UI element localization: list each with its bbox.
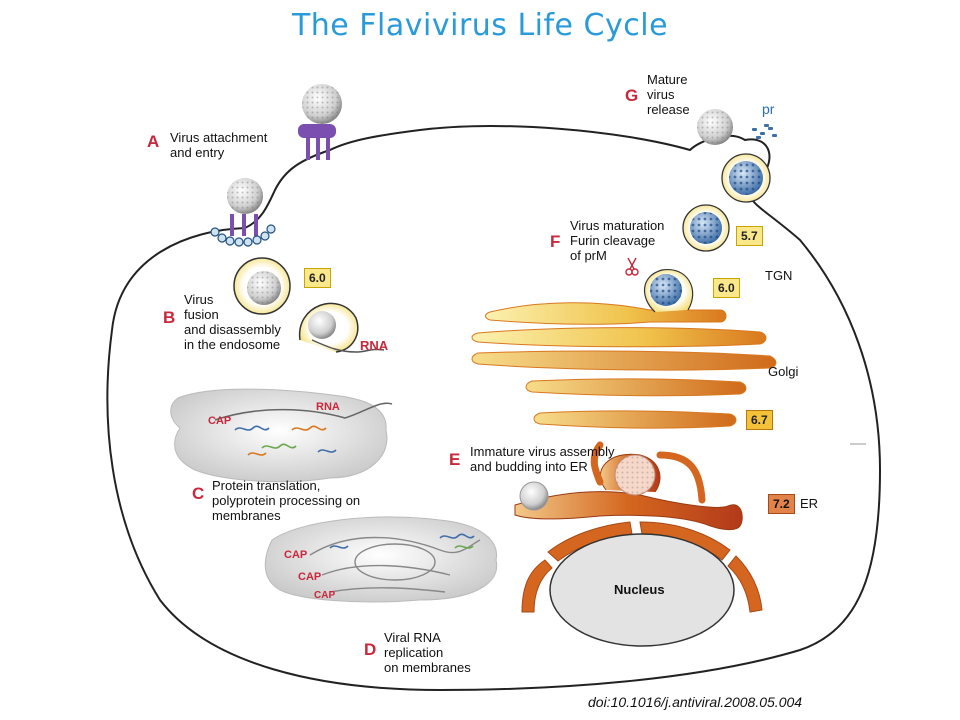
step-letter-F: F <box>550 232 561 251</box>
label-line: Immature virus assembly <box>470 444 615 459</box>
step-letter-E: E <box>449 450 461 469</box>
label-cap: CAP <box>314 590 336 601</box>
label-line: polyprotein processing on <box>212 493 361 508</box>
ph-endosome: 6.0 <box>304 268 331 288</box>
virion-attached-A <box>227 178 263 214</box>
doi-citation: doi:10.1016/j.antiviral.2008.05.004 <box>588 694 803 710</box>
er-membrane-replication <box>264 516 498 603</box>
step-label-B: Virus fusion and disassembly in the endo… <box>184 292 281 352</box>
step-letter-A: A <box>147 132 160 151</box>
ph-golgi: 6.7 <box>746 410 773 430</box>
label-rna-endosome: RNA <box>360 338 389 353</box>
nucleus <box>549 533 735 647</box>
vesicle-maturation <box>682 204 730 252</box>
label-line: release <box>647 102 690 117</box>
vesicle-release <box>721 153 771 203</box>
label-line: membranes <box>212 508 281 523</box>
golgi-stack <box>471 302 777 429</box>
label-cap: CAP <box>298 571 322 583</box>
step-letter-G: G <box>625 86 639 105</box>
label-line: and entry <box>170 145 225 160</box>
pr-peptides <box>752 124 777 139</box>
label-line: Virus <box>184 292 214 307</box>
endosome-early <box>233 257 291 315</box>
ph-tgn: 6.0 <box>713 278 740 298</box>
label-line: Viral RNA <box>384 630 441 645</box>
label-er: ER <box>800 496 819 511</box>
cell-membrane <box>106 125 882 692</box>
step-letter-D: D <box>364 640 377 659</box>
step-label-E: Immature virus assembly and budding into… <box>470 444 614 474</box>
er-membrane-translation <box>170 388 393 483</box>
label-line: Mature <box>647 72 688 87</box>
label-line: Protein translation, <box>212 478 321 493</box>
label-line: Virus maturation <box>570 218 665 233</box>
step-letter-C: C <box>192 484 205 503</box>
label-golgi: Golgi <box>768 364 799 379</box>
step-label-G: Mature virus release <box>647 72 690 117</box>
label-line: fusion <box>184 307 219 322</box>
label-rna-translation: RNA <box>316 401 340 413</box>
ph-er: 7.2 <box>768 494 795 514</box>
scissors-icon <box>625 257 639 276</box>
label-line: virus <box>647 87 675 102</box>
label-line: replication <box>384 645 444 660</box>
endosome-fusion <box>299 302 385 353</box>
label-line: in the endosome <box>184 337 281 352</box>
tgn-cisterna <box>485 302 727 325</box>
label-cap: CAP <box>284 549 308 561</box>
label-cap: CAP <box>208 415 232 427</box>
label-tgn: TGN <box>765 268 793 283</box>
step-label-C: Protein translation, polyprotein process… <box>212 478 360 523</box>
step-letter-B: B <box>163 308 176 327</box>
label-pr: pr <box>762 101 775 117</box>
label-line: and disassembly <box>184 322 281 337</box>
label-line: on membranes <box>384 660 471 675</box>
receptor-cluster-upper <box>298 124 336 160</box>
ph-maturation: 5.7 <box>736 226 763 246</box>
virion-free-A <box>302 84 342 124</box>
receptor-cluster-lower <box>230 214 258 236</box>
endoplasmic-reticulum <box>514 441 743 531</box>
page-title: The Flavivirus Life Cycle <box>291 8 669 43</box>
label-line: of prM <box>570 248 607 263</box>
virion-tgn-bud <box>643 269 694 313</box>
label-line: Furin cleavage <box>570 233 656 248</box>
clathrin-coat <box>210 224 276 247</box>
label-line: Virus attachment <box>170 130 268 145</box>
label-nucleus: Nucleus <box>614 582 665 597</box>
step-label-F: Virus maturation Furin cleavage of prM <box>570 218 664 263</box>
virion-mature-released <box>697 109 733 145</box>
step-label-A: Virus attachment and entry <box>170 130 267 160</box>
label-line: and budding into ER <box>470 459 588 474</box>
step-label-D: Viral RNA replication on membranes <box>384 630 471 675</box>
